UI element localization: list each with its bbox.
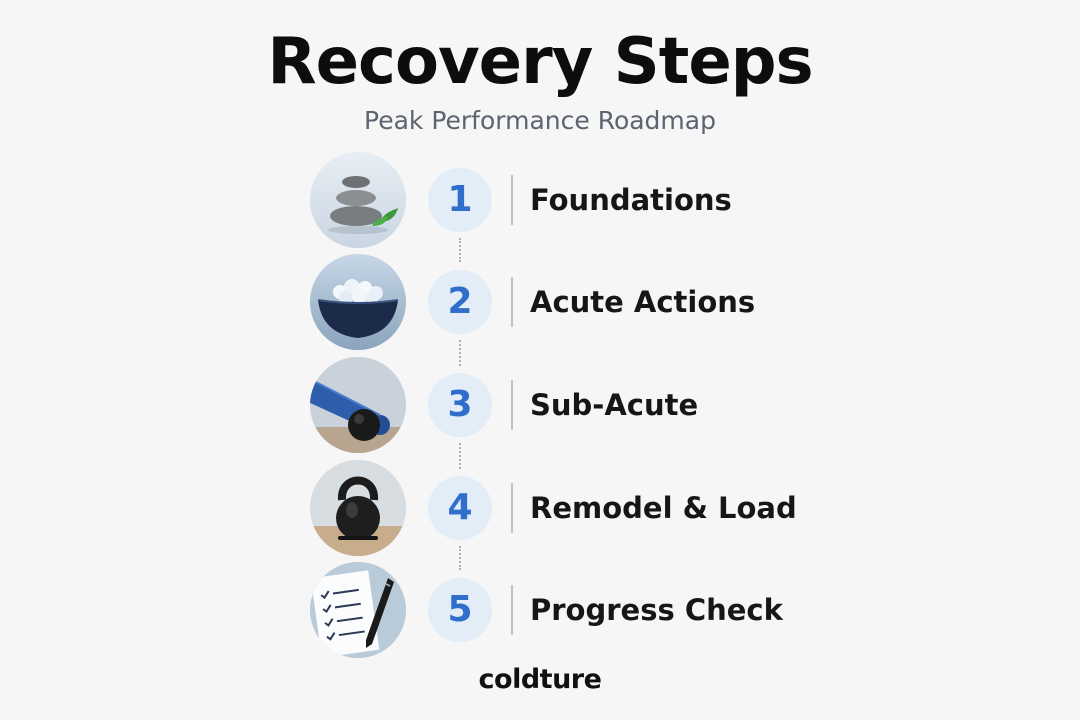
checklist-pen-icon [310,562,406,658]
step-divider [511,175,513,225]
foam-roller-mat-icon [310,357,406,453]
kettlebell-icon [310,460,406,556]
step-number-4: 4 [428,476,492,540]
stacked-stones-icon [310,152,406,248]
page-title: Recovery Steps [267,25,813,99]
step-divider [511,483,513,533]
step-item-4: 4 Remodel & Load [310,460,810,556]
step-item-5: 5 Progress Check [310,562,810,658]
step-item-1: 1 Foundations [310,152,810,248]
step-connector [459,546,463,570]
step-connector [459,340,463,366]
step-divider [511,277,513,327]
step-connector [459,443,463,469]
step-number-5: 5 [428,578,492,642]
step-divider [511,585,513,635]
ice-bowl-icon [310,254,406,350]
brand-logo: coldture [478,664,602,695]
step-number-2: 2 [428,270,492,334]
step-divider [511,380,513,430]
step-label-1: Foundations [530,183,732,217]
step-number-1: 1 [428,168,492,232]
step-item-3: 3 Sub-Acute [310,357,810,453]
step-label-5: Progress Check [530,593,783,627]
step-connector [459,238,463,262]
step-item-2: 2 Acute Actions [310,254,810,350]
step-label-3: Sub-Acute [530,388,699,422]
step-label-2: Acute Actions [530,285,756,319]
step-label-4: Remodel & Load [530,491,797,525]
page-subtitle: Peak Performance Roadmap [364,106,716,135]
step-number-3: 3 [428,373,492,437]
